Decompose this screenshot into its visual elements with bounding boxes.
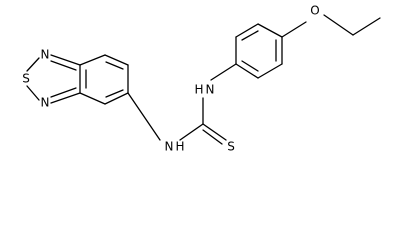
bond (323, 14, 354, 36)
bond (257, 63, 283, 79)
bond (202, 123, 227, 141)
atom-label-s: S (22, 72, 30, 86)
bond (127, 92, 161, 141)
bond (105, 89, 124, 98)
atom-label-o: O (310, 4, 319, 18)
bond-lines (26, 14, 381, 145)
bond (210, 63, 237, 81)
bond (202, 129, 223, 145)
bond (79, 92, 106, 105)
bond (50, 54, 81, 66)
atom-label-s: S (227, 140, 235, 154)
bond (79, 54, 106, 66)
atom-label-h: H (194, 83, 203, 97)
bond (50, 87, 77, 98)
bond (281, 21, 307, 38)
atom-labels: N S N N H S H N O (22, 4, 320, 154)
bond (235, 23, 259, 38)
bond (26, 57, 40, 72)
chemical-structure-diagram: N S N N H S H N O (22, 4, 381, 154)
atom-label-n: N (165, 140, 174, 154)
bond (104, 92, 129, 105)
bond (241, 60, 259, 72)
bond (257, 23, 283, 38)
atom-label-n: N (206, 83, 215, 97)
bond (235, 63, 259, 79)
bond (104, 54, 129, 66)
bond (105, 61, 124, 70)
atom-label-h: H (175, 140, 184, 154)
bond (179, 123, 204, 141)
bond (50, 60, 77, 71)
bond (352, 17, 381, 36)
bond (241, 30, 259, 41)
atom-label-n: N (41, 96, 50, 110)
bond (50, 92, 81, 104)
atom-label-n: N (41, 48, 50, 62)
bond (26, 85, 40, 101)
